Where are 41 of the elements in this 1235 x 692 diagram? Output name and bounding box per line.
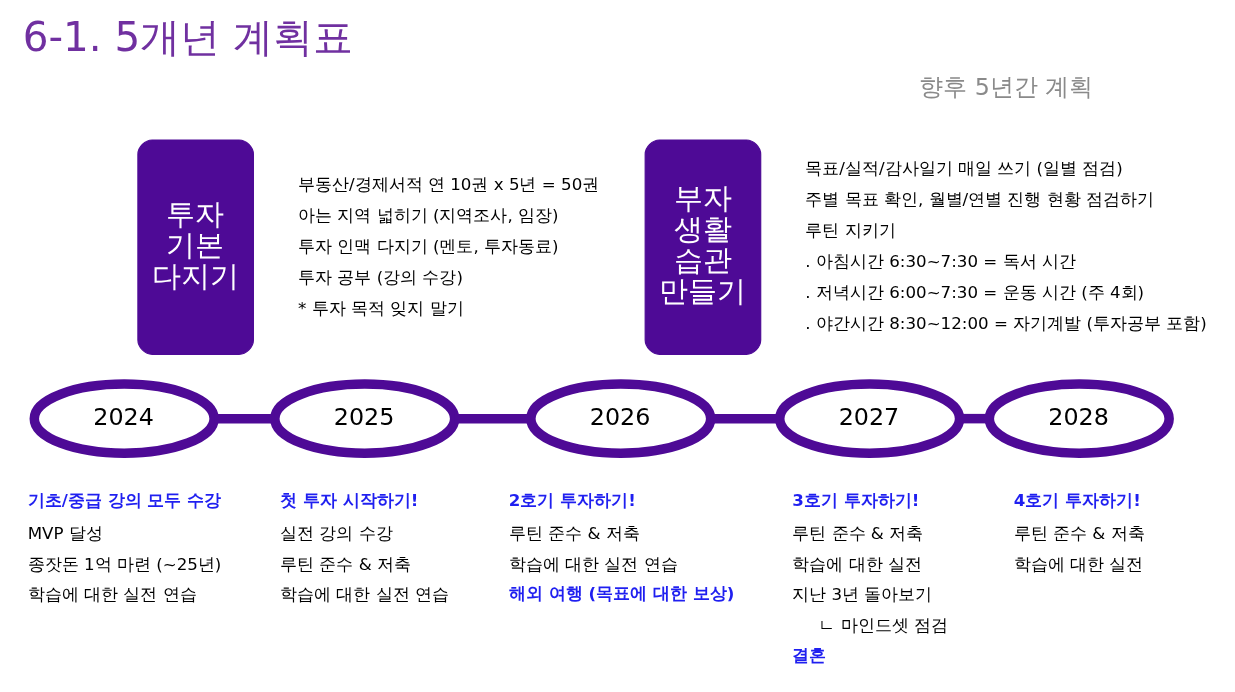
diagram-title: 6-1. 5개년 계획표 [22, 12, 354, 61]
node-label: 투자 공부 (강의 수강) [298, 267, 463, 287]
node-label: 학습에 대한 실전 [1013, 554, 1144, 574]
node-label: 루틴 준수 & 저축 [508, 523, 640, 543]
node-box: 투자 기본 다지기 [137, 139, 254, 355]
node-ellipse: 2028 [984, 379, 1174, 458]
node-label: 루틴 준수 & 저축 [280, 554, 412, 574]
node-label: * 투자 목적 잊지 말기 [298, 298, 464, 318]
node-label: MVP 달성 [27, 523, 103, 543]
node-label: 4호기 투자하기! [1013, 491, 1141, 511]
node-label: 결혼 [792, 646, 827, 666]
node-label: 학습에 대한 실전 연습 [27, 585, 197, 605]
node-label: 첫 투자 시작하기! [280, 491, 419, 511]
node-label: . 저녁시간 6:00~7:30 = 운동 시간 (주 4회) [805, 283, 1145, 303]
node-label: . 야간시간 8:30~12:00 = 자기계발 (투자공부 포함) [805, 313, 1207, 333]
node-label: 주별 목표 확인, 월별/연별 진행 현황 점검하기 [805, 190, 1155, 210]
node-label: 아는 지역 넓히기 (지역조사, 임장) [298, 205, 559, 225]
node-ellipse: 2027 [775, 379, 965, 458]
node-label: 학습에 대한 실전 연습 [280, 585, 450, 605]
node-label: 실전 강의 수강 [280, 523, 393, 543]
node-label: 투자 인맥 다지기 (멘토, 투자동료) [298, 236, 559, 256]
node-ellipse: 2024 [29, 379, 219, 458]
node-label: ㄴ 마인드셋 점검 [818, 616, 949, 636]
node-label: 지난 3년 돌아보기 [792, 585, 933, 605]
node-label: 기초/중급 강의 모두 수강 [27, 491, 222, 511]
node-label: 학습에 대한 실전 [792, 554, 922, 574]
node-label: 루틴 지키기 [805, 221, 896, 241]
node-label: 3호기 투자하기! [792, 491, 920, 511]
node-label: 학습에 대한 실전 연습 [508, 554, 678, 574]
node-label: 루틴 준수 & 저축 [792, 523, 924, 543]
node-ellipse: 2025 [270, 379, 460, 458]
node-label: 목표/실적/감사일기 매일 쓰기 (일별 점검) [805, 159, 1123, 179]
node-ellipse: 2026 [526, 379, 716, 458]
node-box: 부자 생활 습관 만들기 [644, 139, 762, 355]
label: 향후 5년간 계획 [919, 72, 1094, 101]
node-label: 종잣돈 1억 마련 (~25년) [27, 554, 222, 574]
node-label: 2호기 투자하기! [508, 491, 636, 511]
node-label: 부동산/경제서적 연 10권 x 5년 = 50권 [298, 174, 600, 194]
node-label: 해외 여행 (목표에 대한 보상) [508, 584, 735, 604]
node-label: . 아침시간 6:30~7:30 = 독서 시간 [805, 252, 1076, 272]
node-label: 루틴 준수 & 저축 [1013, 523, 1145, 543]
